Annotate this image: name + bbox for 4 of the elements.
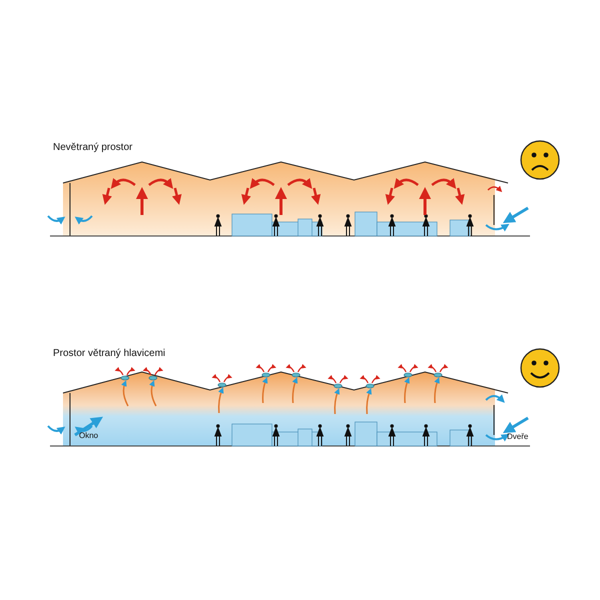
panel-heading: Nevětraný prostor [53,142,132,153]
panel-heading: Prostor větraný hlavicemi [53,348,166,359]
window-label: Okno [79,431,98,440]
door-label: Dveře [507,432,528,441]
